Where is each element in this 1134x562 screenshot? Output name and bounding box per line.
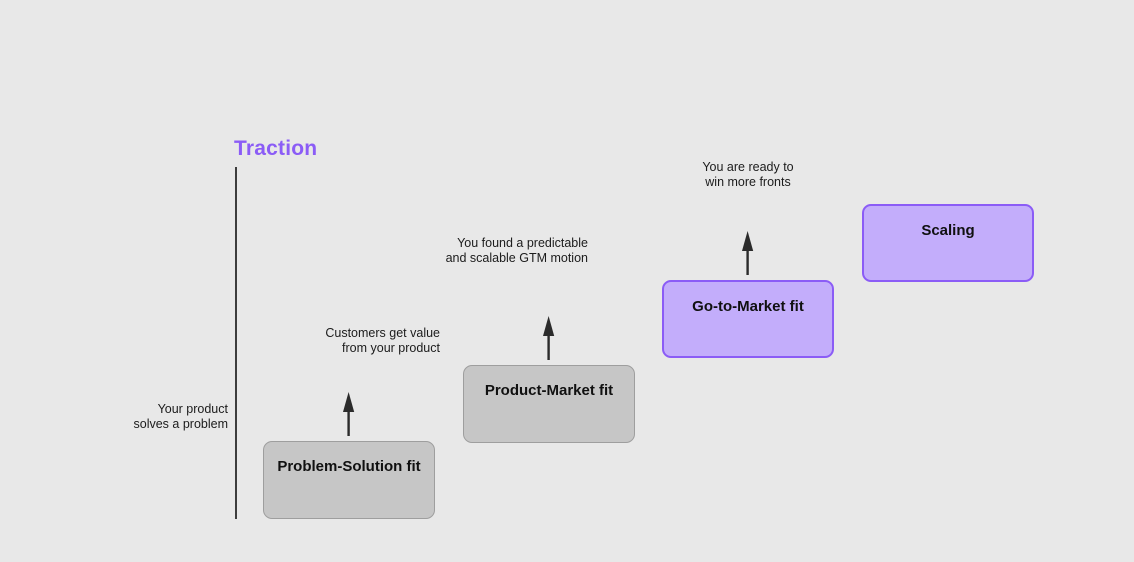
- arrow-to-go-to-market-fit: [737, 231, 759, 275]
- stage-label-product-market-fit: Product-Market fit: [484, 382, 614, 399]
- traction-axis-title: Traction: [234, 137, 318, 160]
- stage-label-go-to-market-fit: Go-to-Market fit: [692, 298, 804, 315]
- traction-axis-line: [235, 167, 237, 519]
- annotation-scaling: You are ready to win more fronts: [702, 160, 794, 189]
- stage-box-product-market-fit[interactable]: Product-Market fit: [463, 365, 635, 443]
- annotation-product-market-fit: Customers get value from your product: [325, 326, 440, 355]
- stage-label-problem-solution-fit: Problem-Solution fit: [277, 458, 421, 475]
- annotation-problem-solution-fit: Your product solves a problem: [133, 402, 229, 431]
- stage-box-scaling[interactable]: Scaling: [862, 204, 1034, 282]
- stage-box-go-to-market-fit[interactable]: Go-to-Market fit: [662, 280, 834, 358]
- arrow-to-problem-solution-fit: [338, 392, 360, 436]
- stage-box-problem-solution-fit[interactable]: Problem-Solution fit: [263, 441, 435, 519]
- arrow-to-product-market-fit: [538, 316, 560, 360]
- stage-label-scaling: Scaling: [921, 222, 975, 239]
- annotation-go-to-market-fit: You found a predictable and scalable GTM…: [445, 236, 588, 265]
